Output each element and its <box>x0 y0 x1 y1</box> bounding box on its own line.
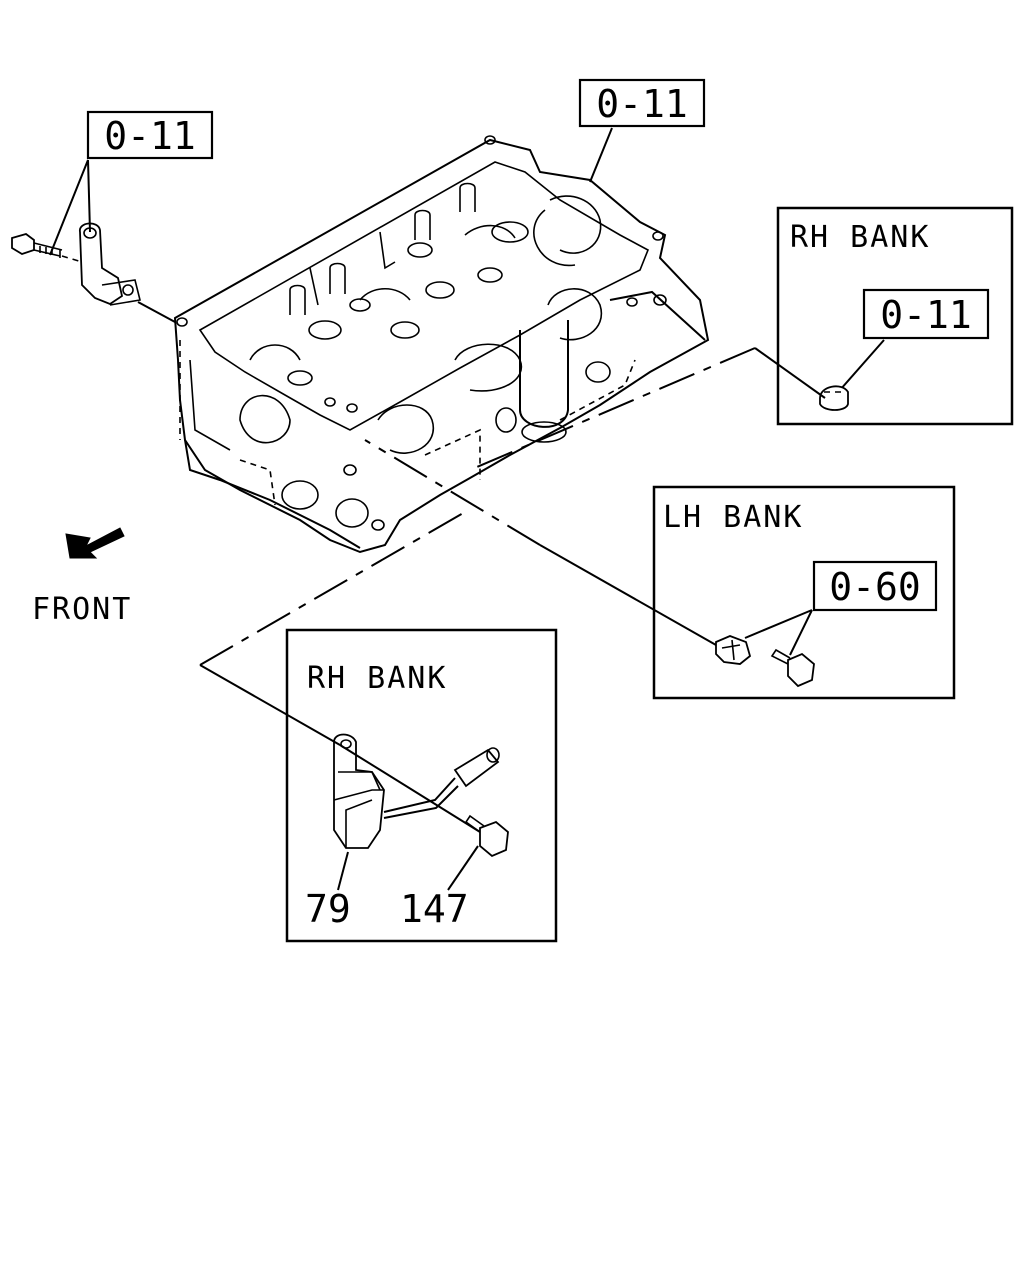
inset-rh-bank-top: RH BANK 0-11 <box>776 206 1014 426</box>
ref-box-head: 0-11 <box>578 78 706 128</box>
inset-rh-bank-top-title: RH BANK <box>790 220 930 255</box>
ref-label-lh-bolt: 0-60 <box>829 565 921 609</box>
arrow-down-left-icon <box>65 527 125 559</box>
bolt-147-icon <box>479 820 509 858</box>
lh-connector <box>539 544 717 646</box>
ref-sensor-leader <box>49 159 91 256</box>
ref-label-rh-plug: 0-11 <box>880 293 972 337</box>
ref-head-leader <box>589 127 613 183</box>
inset-lh-bank-title: LH BANK <box>663 500 803 535</box>
rh-bottom-frame-line <box>199 664 341 746</box>
lh-bolt-icon <box>787 652 815 688</box>
rh-bottom-chain-line <box>199 511 466 666</box>
ref-label-sensor: 0-11 <box>104 114 196 158</box>
sensor-bolt <box>11 233 63 258</box>
cylinder-head-drawing <box>173 135 710 554</box>
ref-label-head: 0-11 <box>596 82 688 126</box>
inset-lh-bank: LH BANK 0-60 <box>652 485 956 700</box>
rh-top-chain-line <box>469 347 756 471</box>
inset-rh-bank-bottom-title: RH BANK <box>307 661 447 696</box>
rh-top-connector <box>754 347 826 399</box>
sensor-bolt-axis <box>61 255 83 263</box>
cam-sensor-bracket <box>79 222 141 306</box>
part-number-79: 79 <box>305 887 351 931</box>
ref-lh-bolt-leader <box>744 609 813 656</box>
ref-box-sensor: 0-11 <box>86 110 214 160</box>
part-number-147: 147 <box>400 887 469 931</box>
rh-bottom-connector <box>339 744 481 833</box>
front-label: FRONT <box>32 592 132 627</box>
lh-chain-line <box>364 439 541 546</box>
sensor-to-head-leader <box>137 301 176 323</box>
inset-rh-bank-bottom: RH BANK 79 147 <box>285 628 558 943</box>
ref-rh-plug-leader <box>839 339 885 391</box>
front-indicator: FRONT <box>32 527 132 627</box>
